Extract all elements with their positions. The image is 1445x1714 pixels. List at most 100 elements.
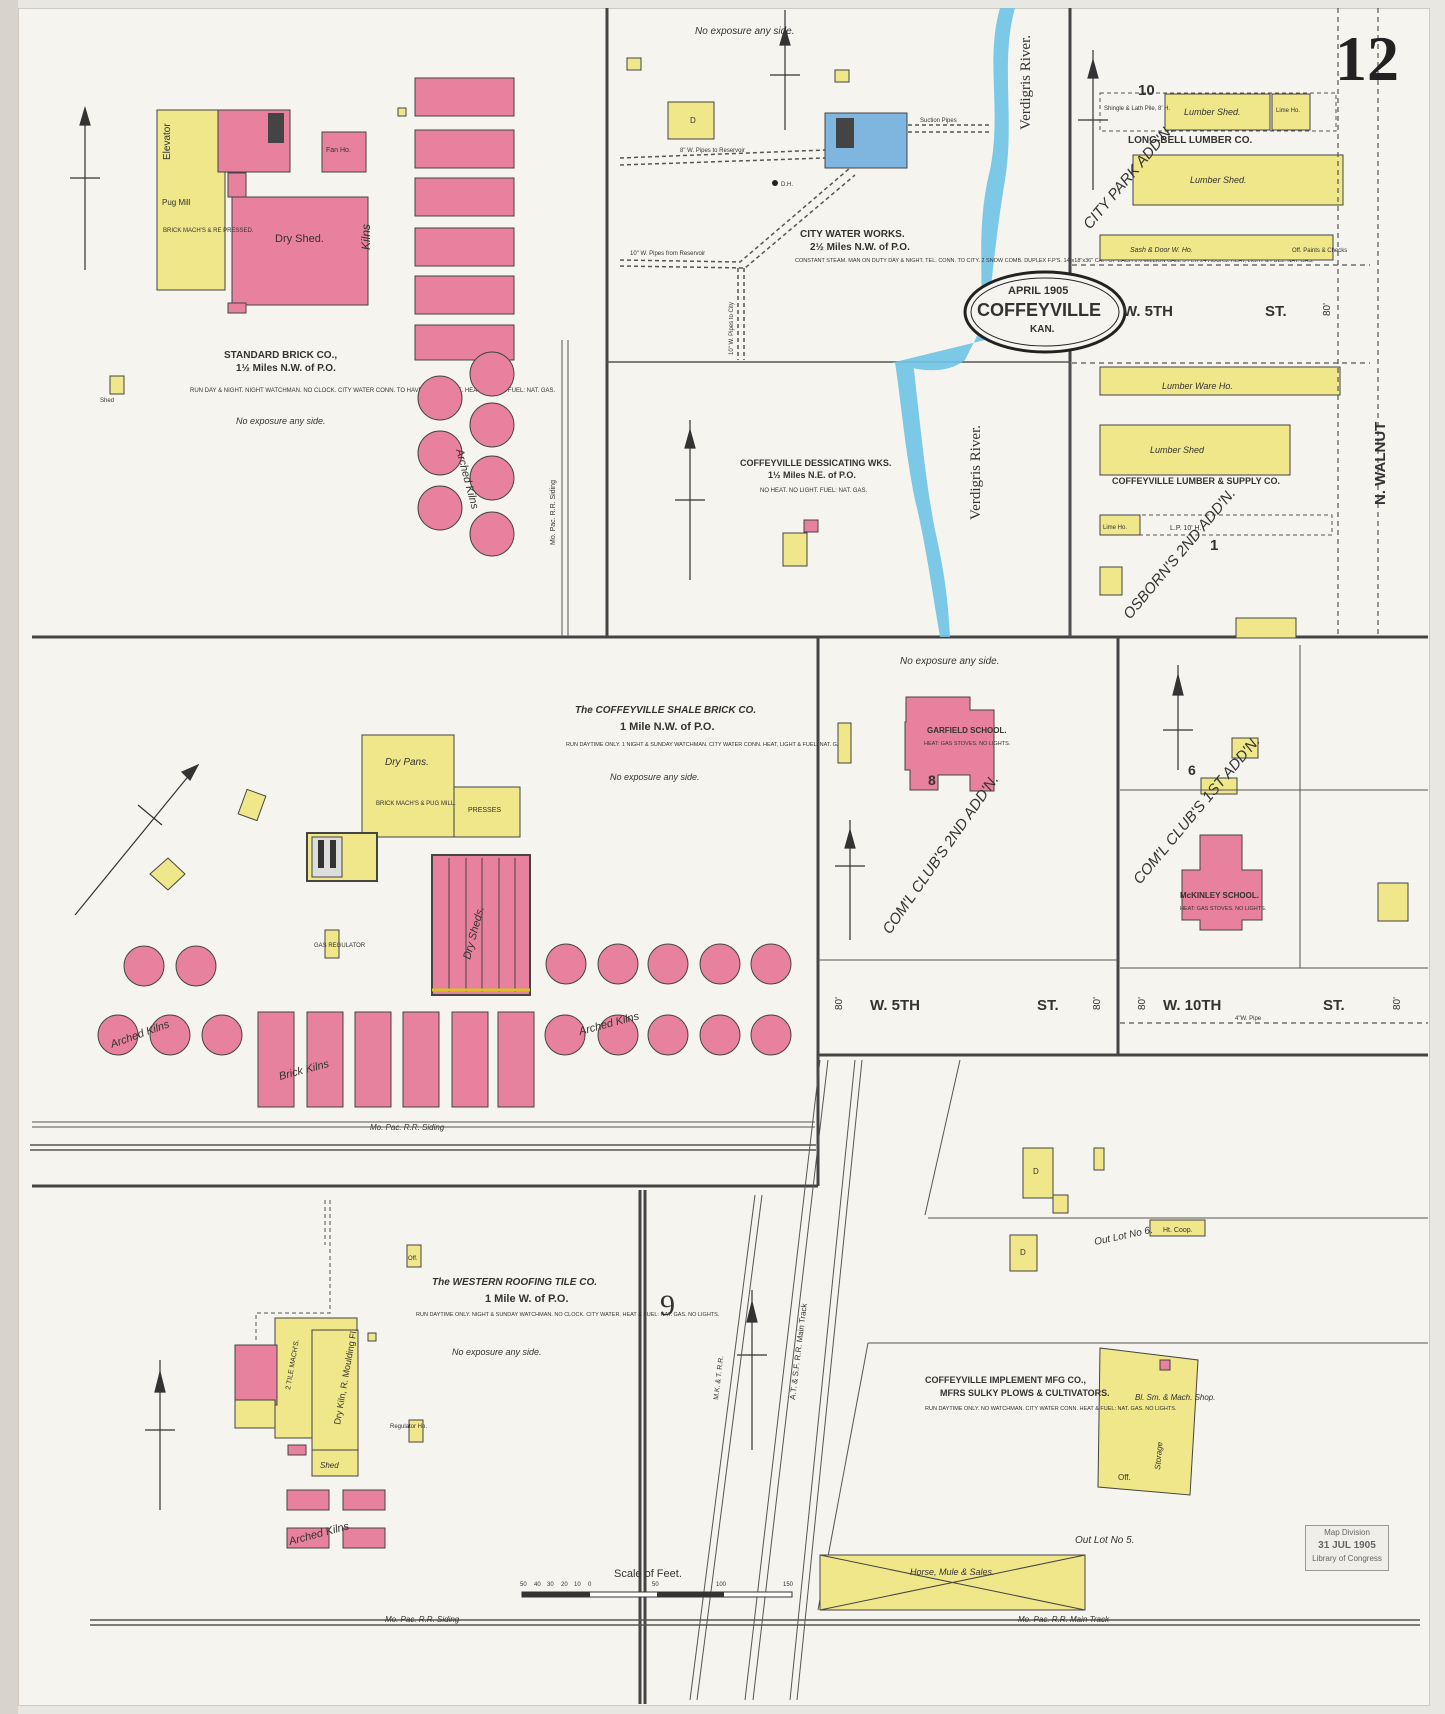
schools [837, 696, 1409, 931]
lime-ho-1: Lime Ho. [1276, 108, 1300, 114]
siding-label-top: Mo. Pac. R.R. Siding [550, 480, 557, 545]
standard-brick-notes: RUN DAY & NIGHT. NIGHT WATCHMAN. NO CLOC… [190, 388, 556, 394]
outlot-d-2: D [1020, 1248, 1026, 1257]
suction-pipes: Suction Pipes [920, 118, 957, 124]
dessicating-name: COFFEYVILLE DESSICATING WKS. [740, 458, 891, 468]
tile-off: Off. [408, 1256, 418, 1262]
tile-shed-label: Shed [320, 1461, 339, 1470]
north-arrow [70, 10, 1193, 1510]
cartouche-date: APRIL 1905 [1008, 285, 1068, 297]
block-1: 1 [1210, 537, 1218, 554]
standard-kilns [414, 77, 515, 557]
scale-tick: 0 [588, 1582, 592, 1588]
scale-label: Scale of Feet. [614, 1568, 682, 1580]
garfield-notes: HEAT: GAS STOVES. NO LIGHTS. [924, 741, 1011, 747]
title-cartouche [963, 270, 1127, 354]
scale-tick: 10 [574, 1582, 581, 1588]
shale-brick-exposure: No exposure any side. [610, 772, 700, 782]
out-lot-5: Out Lot No 5. [1075, 1535, 1134, 1546]
osborns-addn: OSBORN'S 2ND ADD'N. [1120, 485, 1239, 622]
pipes-from-reservoir: 10" W. Pipes from Reservoir [630, 251, 705, 257]
lumber-shed-3: Lumber Shed [1150, 445, 1205, 455]
cartouche-city: COFFEYVILLE [977, 300, 1101, 320]
stamp-line-1: Map Division [1324, 1528, 1370, 1537]
stamp-line-2: 31 JUL 1905 [1318, 1540, 1376, 1551]
sheet-dividers [32, 8, 1428, 1704]
elevator-label: Elevator [162, 123, 173, 160]
scale-tick: 50 [520, 1582, 527, 1588]
library-stamp: Map Division 31 JUL 1905 Library of Cong… [1305, 1525, 1389, 1571]
water-pipe-label: 4"W. Pipe [1235, 1016, 1262, 1022]
implement-notes: RUN DAYTIME ONLY. NO WATCHMAN. CITY WATE… [925, 1406, 1177, 1412]
dessicating-works [782, 519, 819, 567]
coffeyville-lumber-name: COFFEYVILLE LUMBER & SUPPLY CO. [1112, 476, 1280, 486]
implement-storage: Storage [1153, 1441, 1164, 1470]
dessicating-distance: 1½ Miles N.E. of P.O. [768, 470, 856, 480]
street-n-walnut: N. WALNUT [1372, 422, 1389, 505]
river-label-mid: Verdigris River. [968, 425, 984, 520]
ht-coop: Ht. Coop. [1163, 1227, 1193, 1234]
scale-tick: 30 [547, 1582, 554, 1588]
street-st-top: ST. [1265, 303, 1287, 320]
blsm-label: Bl. Sm. & Mach. Shop. [1135, 1393, 1215, 1402]
pipes-to-reservoir: 8" W. Pipes to Reservoir [680, 148, 745, 154]
tile-co-notes: RUN DAYTIME ONLY. NIGHT & SUNDAY WATCHMA… [416, 1312, 720, 1318]
gas-regulator-label: GAS REGULATOR [314, 943, 366, 949]
sheet-number: 12 [1335, 23, 1399, 94]
long-bell-name: LONG-BELL LUMBER CO. [1128, 135, 1252, 146]
western-roofing-tile [234, 1244, 424, 1549]
regulator-ho: Regulator Ho. [390, 1424, 427, 1430]
mckinley-notes: HEAT: GAS STOVES. NO LIGHTS. [1180, 906, 1267, 912]
pipes-to-city: 10" W. Pipes to City [729, 302, 735, 355]
standard-brick-name: STANDARD BRICK CO., [224, 350, 337, 361]
lime-ho-2: Lime Ho. [1103, 525, 1127, 531]
off-paints: Off. Paints & Checks [1292, 248, 1347, 254]
kilns-label: Kilns [359, 224, 373, 250]
street-width-mid-l: 80' [834, 997, 845, 1010]
street-width-w10-r: 80' [1392, 997, 1403, 1010]
street-st-w10: ST. [1323, 997, 1345, 1014]
garfield-name: GARFIELD SCHOOL. [927, 726, 1007, 735]
standard-brick-co [109, 107, 407, 395]
water-works-notes: CONSTANT STEAM. MAN ON DUTY DAY & NIGHT.… [795, 257, 1314, 264]
cartouche-state: KAN. [1030, 324, 1055, 335]
block-10: 10 [1138, 82, 1155, 99]
lumber-yards [1099, 92, 1344, 639]
street-width-top: 80' [1322, 303, 1333, 316]
scale-tick: 100 [716, 1582, 727, 1588]
shale-brick-name: The COFFEYVILLE SHALE BRICK CO. [575, 705, 756, 716]
verdigris-river [892, 8, 1015, 637]
scale-tick: 150 [783, 1582, 794, 1588]
outlot-d-1: D [1033, 1167, 1039, 1176]
dry-shed-label: Dry Shed. [275, 233, 324, 245]
scale-tick: 40 [534, 1582, 541, 1588]
street-width-mid-r: 80' [1092, 997, 1103, 1010]
street-w10th: W. 10TH [1163, 997, 1221, 1014]
shale-brick-distance: 1 Mile N.W. of P.O. [620, 721, 715, 733]
atsf-label: A.T. & S.F. R.R. Main Track [788, 1302, 809, 1400]
implement-co [819, 1347, 1199, 1611]
standard-brick-distance: 1½ Miles N.W. of P.O. [236, 363, 336, 374]
shale-kilns [97, 943, 792, 1108]
water-works-distance: 2½ Miles N.W. of P.O. [810, 242, 910, 253]
water-works-exposure: No exposure any side. [695, 26, 795, 37]
standard-brick-exposure: No exposure any side. [236, 416, 326, 426]
block-8: 8 [928, 772, 936, 788]
block-9: 9 [660, 1289, 675, 1322]
implement-product: MFRS SULKY PLOWS & CULTIVATORS. [940, 1388, 1110, 1398]
implement-off: Off. [1118, 1473, 1131, 1482]
street-st-mid: ST. [1037, 997, 1059, 1014]
scale-tick: 50 [652, 1582, 659, 1588]
out-lot-buildings [1009, 1147, 1206, 1272]
tile-co-exposure: No exposure any side. [452, 1347, 542, 1357]
shale-brick-notes: RUN DAYTIME ONLY. 1 NIGHT & SUNDAY WATCH… [566, 742, 846, 748]
mckinley-name: McKINLEY SCHOOL. [1180, 891, 1259, 900]
paper-edge [0, 0, 18, 1714]
street-w5th-mid: W. 5TH [870, 997, 920, 1014]
presses-label: PRESSES [468, 807, 501, 814]
water-works-name: CITY WATER WORKS. [800, 229, 905, 240]
shale-brick-machs: BRICK MACH'S & PUG MILL. [376, 801, 456, 807]
street-width-w10-l: 80' [1137, 997, 1148, 1010]
mopac-main-label: Mo. Pac. R.R. Main Track [1018, 1615, 1110, 1624]
sash-door: Sash & Door W. Ho. [1130, 247, 1193, 254]
